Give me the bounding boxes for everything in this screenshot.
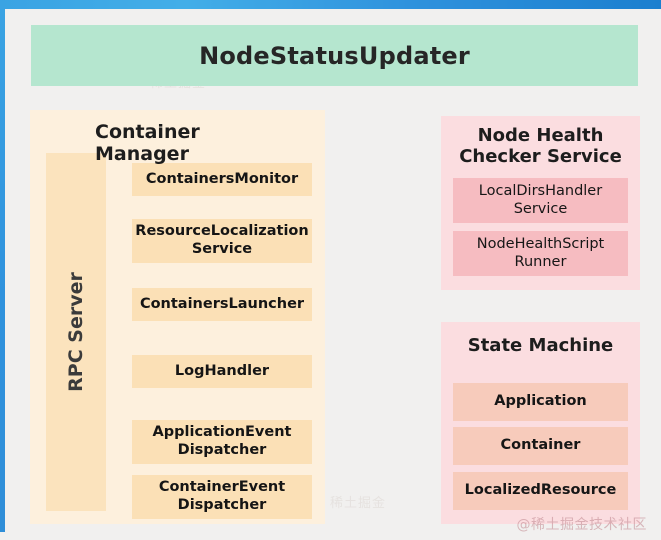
node-health-checker-title: Node Health Checker Service (459, 125, 622, 167)
state-machine-panel: State Machine Application Container Loca… (441, 322, 640, 524)
component-containers-monitor[interactable]: ContainersMonitor (132, 163, 312, 196)
page-title: NodeStatusUpdater (199, 41, 470, 70)
node-status-updater-banner: NodeStatusUpdater (31, 25, 638, 86)
component-label: ContainersMonitor (145, 170, 299, 187)
component-label: ContainerEvent Dispatcher (158, 479, 286, 513)
rpc-server-block: RPC Server (46, 153, 106, 511)
component-label: LocalDirsHandler Service (478, 182, 603, 217)
component-containers-launcher[interactable]: ContainersLauncher (132, 288, 312, 321)
component-localized-resource[interactable]: LocalizedResource (453, 472, 628, 510)
window-top-border (0, 0, 661, 9)
container-manager-title: Container Manager (95, 121, 200, 165)
watermark: @稀土掘金技术社区 (516, 517, 647, 533)
component-label: ContainersLauncher (139, 295, 305, 312)
state-machine-title: State Machine (467, 335, 614, 356)
component-label: ApplicationEvent Dispatcher (152, 424, 292, 458)
component-local-dirs-handler-service[interactable]: LocalDirsHandler Service (453, 178, 628, 223)
component-resource-localization-service[interactable]: ResourceLocalization Service (132, 219, 312, 263)
component-label: LogHandler (174, 362, 270, 379)
component-container-event-dispatcher[interactable]: ContainerEvent Dispatcher (132, 475, 312, 519)
component-application-event-dispatcher[interactable]: ApplicationEvent Dispatcher (132, 420, 312, 464)
component-label: NodeHealthScript Runner (476, 235, 605, 270)
component-application[interactable]: Application (453, 383, 628, 421)
component-node-health-script-runner[interactable]: NodeHealthScript Runner (453, 231, 628, 276)
component-label: LocalizedResource (464, 482, 617, 499)
node-health-checker-panel: Node Health Checker Service LocalDirsHan… (441, 116, 640, 290)
component-log-handler[interactable]: LogHandler (132, 355, 312, 388)
component-label: Container (500, 437, 581, 454)
rpc-server-label: RPC Server (65, 272, 87, 392)
component-label: Application (494, 393, 587, 410)
window-left-border (0, 9, 5, 532)
component-label: ResourceLocalization Service (135, 223, 309, 257)
component-container[interactable]: Container (453, 427, 628, 465)
